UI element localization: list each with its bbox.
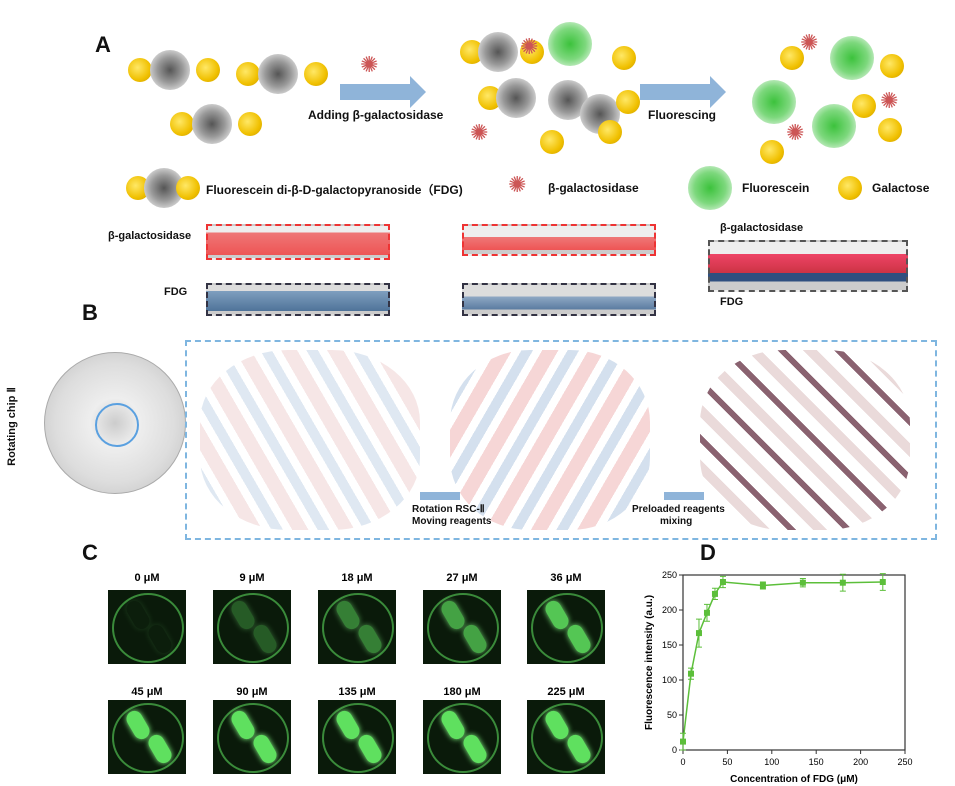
data-point [839,579,846,586]
fluorescence-micrograph [213,700,291,774]
concentration-label: 36 μM [550,572,582,584]
concentration-label: 45 μM [131,686,163,698]
concentration-label: 27 μM [446,572,478,584]
panel-label-a: A [95,32,111,57]
step-label: mixing [660,516,693,527]
concentration-label: 0 μM [134,572,160,584]
x-tick-label: 250 [897,757,912,767]
arrow-icon [420,492,460,500]
fluorescence-micrograph [213,590,291,664]
data-point [799,579,806,586]
x-tick-label: 100 [764,757,779,767]
series-line [682,581,883,742]
step-label: Moving reagents [412,516,492,527]
chip-state-moved [450,350,650,530]
data-point [759,582,766,589]
y-tick-label: 250 [662,570,677,580]
fdg-chamber-inset [462,283,656,316]
legend-label-fluorescein: Fluorescein [742,181,810,195]
concentration-label: 225 μM [547,686,585,698]
mixed-chamber-inset [708,240,908,292]
fluorescence-micrograph [108,590,186,664]
y-tick-label: 100 [662,675,677,685]
data-point [687,670,694,677]
concentration-label: 180 μM [443,686,481,698]
chip-state-mixed [700,350,910,530]
y-tick-label: 150 [662,640,677,650]
step-label: Rotation RSC-Ⅱ [412,504,485,515]
panel-label-d: D [700,540,716,565]
legend-label-fdg: Fluorescein di-β-D-galactopyranoside（FDG… [206,183,463,197]
y-tick-label: 50 [667,710,677,720]
chip-label: Rotating chip Ⅱ [5,387,18,466]
data-point [719,579,726,585]
x-axis-label: Concentration of FDG (μM) [730,774,858,785]
arrow-head-icon [710,76,726,108]
concentration-label: 135 μM [338,686,376,698]
inset-label: β-galactosidase [108,230,192,242]
fluorescence-micrograph [527,700,605,774]
inset-label: β-galactosidase [720,222,804,234]
data-point [711,590,718,597]
arrow-head-icon [410,76,426,108]
concentration-label: 90 μM [236,686,268,698]
galactose-icon [838,176,862,200]
inset-label: FDG [164,286,188,298]
chip-process-box [185,340,937,540]
panel-label-c: C [82,540,98,565]
x-tick-label: 150 [809,757,824,767]
panel-label-b: B [82,300,98,325]
arrow-icon [640,84,712,100]
data-point [703,609,710,616]
fluorescence-chart: 0 50 100 150 200 250 0 50 100 150 200 250Concentrat… [644,570,913,785]
fluorescein-icon [688,166,732,210]
inset-label: FDG [720,296,744,308]
fluorescence-micrograph [318,590,396,664]
plot-frame [682,574,906,751]
data-point [680,738,686,745]
y-tick-label: 200 [662,605,677,615]
fluorescence-micrograph [423,700,501,774]
step-label: Adding β-galactosidase [308,108,444,122]
enzyme-chamber-inset [206,224,390,260]
fluorescence-micrograph [423,590,501,664]
enzyme-chamber-inset [462,224,656,256]
data-point [879,579,886,585]
x-tick-label: 50 [722,757,732,767]
x-tick-label: 200 [853,757,868,767]
arrow-icon [340,84,412,100]
enzyme-icon: ✺ [360,52,379,77]
fluorescence-micrograph [527,590,605,664]
y-axis-label: Fluorescence intensity (a.u.) [644,595,655,730]
rotating-chip-image [44,352,186,494]
x-tick-label: 0 [680,757,685,767]
concentration-label: 18 μM [341,572,373,584]
step-label: Fluorescing [648,108,717,122]
concentration-label: 9 μM [239,572,265,584]
fluorescence-micrograph [318,700,396,774]
legend-label-galactose: Galactose [872,181,930,195]
step-label: Preloaded reagents [632,504,725,515]
fdg-chamber-inset [206,283,390,316]
fluorescence-micrograph [108,700,186,774]
legend-label-enzyme: β-galactosidase [548,181,639,195]
chip-state-initial [200,350,420,530]
y-tick-label: 0 [672,745,677,755]
data-point [695,630,702,637]
arrow-icon [664,492,704,500]
enzyme-icon: ✺ [508,172,527,197]
